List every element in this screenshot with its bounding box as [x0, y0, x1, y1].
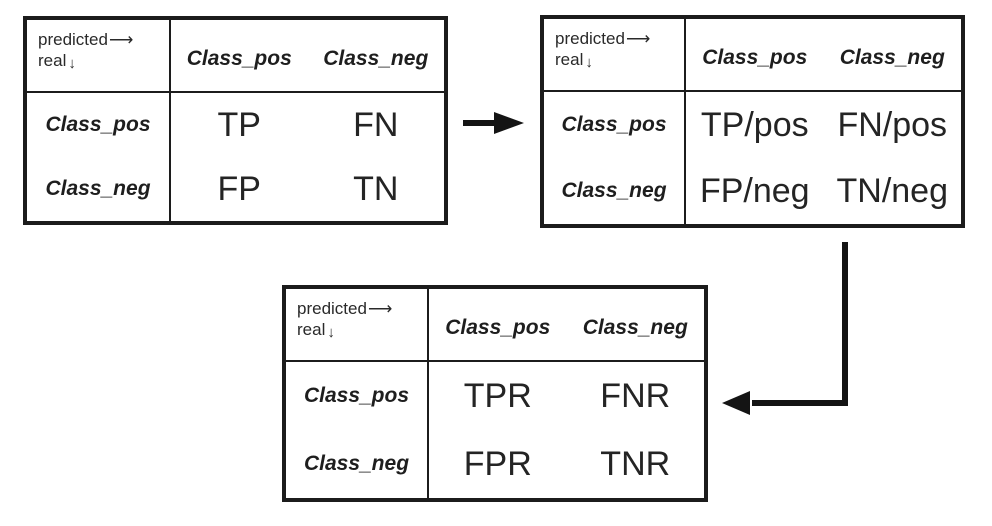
arrow-table1-to-table2-icon — [463, 112, 524, 134]
cell-fpr: FPR — [463, 444, 532, 483]
cell-tp-pos: TP/pos — [700, 105, 809, 144]
column-header-class-neg: Class_neg — [307, 20, 444, 93]
column-header-class-pos: Class_pos — [686, 19, 824, 92]
cell-tnr: TNR — [600, 444, 671, 483]
row-label-class-neg: Class_neg — [27, 157, 171, 221]
corner-cell: predicted⟶ real↓ — [27, 20, 171, 93]
real-label: real — [297, 320, 326, 339]
corner-cell: predicted⟶ real↓ — [544, 19, 686, 92]
arrow-table2-to-table3-icon — [722, 242, 848, 415]
down-arrow-icon: ↓ — [68, 55, 76, 72]
corner-cell: predicted⟶ real↓ — [286, 289, 429, 362]
confusion-table-counts: predicted⟶ real↓ Class_pos Class_neg Cla… — [23, 16, 448, 225]
column-header-class-pos: Class_pos — [429, 289, 567, 362]
row-label-class-neg: Class_neg — [286, 430, 429, 498]
confusion-table-rates: predicted⟶ real↓ Class_pos Class_neg Cla… — [282, 285, 708, 502]
row-label-class-neg: Class_neg — [544, 158, 686, 224]
cell-fp: FP — [217, 169, 261, 208]
cell-tn: TN — [353, 169, 399, 208]
column-header-class-neg: Class_neg — [823, 19, 961, 92]
cell-tpr: TPR — [463, 376, 532, 415]
predicted-label: predicted — [555, 29, 625, 48]
cell-fp-neg: FP/neg — [699, 171, 810, 210]
predicted-label: predicted — [38, 30, 108, 49]
cell-fnr: FNR — [600, 376, 671, 415]
real-label: real — [555, 50, 584, 69]
confusion-table-normalized: predicted⟶ real↓ Class_pos Class_neg Cla… — [540, 15, 965, 228]
cell-tn-neg: TN/neg — [836, 171, 949, 210]
cell-tp: TP — [217, 105, 261, 144]
column-header-class-neg: Class_neg — [566, 289, 704, 362]
row-label-class-pos: Class_pos — [286, 362, 429, 430]
column-header-class-pos: Class_pos — [171, 20, 308, 93]
right-arrow-icon: ⟶ — [625, 29, 650, 48]
cell-fn: FN — [353, 105, 399, 144]
cell-fn-pos: FN/pos — [837, 105, 948, 144]
right-arrow-icon: ⟶ — [108, 30, 133, 49]
row-label-class-pos: Class_pos — [27, 93, 171, 157]
right-arrow-icon: ⟶ — [367, 299, 392, 318]
predicted-label: predicted — [297, 299, 367, 318]
real-label: real — [38, 51, 67, 70]
row-label-class-pos: Class_pos — [544, 92, 686, 158]
down-arrow-icon: ↓ — [585, 54, 593, 71]
down-arrow-icon: ↓ — [327, 324, 335, 341]
